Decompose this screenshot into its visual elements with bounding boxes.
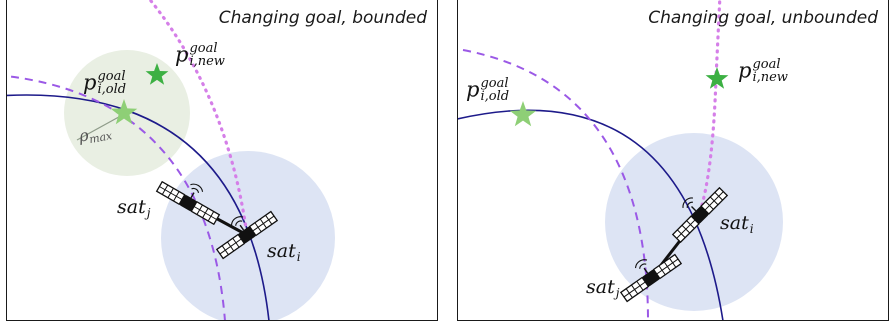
unbounded-diagram [458,0,783,320]
satellite-j-label: satj [117,196,151,220]
new-goal-star-icon [145,63,169,85]
old-goal-star-icon [110,99,138,125]
panel-title: Changing goal, bounded [218,8,427,28]
dotted-trajectory [148,0,249,237]
orbit-arc [7,94,270,320]
dashed-orbit-arc [462,49,649,320]
satellite-i-label: sati [267,240,301,264]
satellite-j-label: satj [586,276,620,300]
dotted-trajectory [698,0,722,214]
new-goal-star-icon [705,67,729,89]
old-goal-star-icon [509,101,537,127]
bounded-diagram [7,0,335,320]
dashed-orbit-arc [7,75,226,320]
satellite-i-label: sati [720,212,754,236]
panel-title: Changing goal, unbounded [648,8,878,28]
